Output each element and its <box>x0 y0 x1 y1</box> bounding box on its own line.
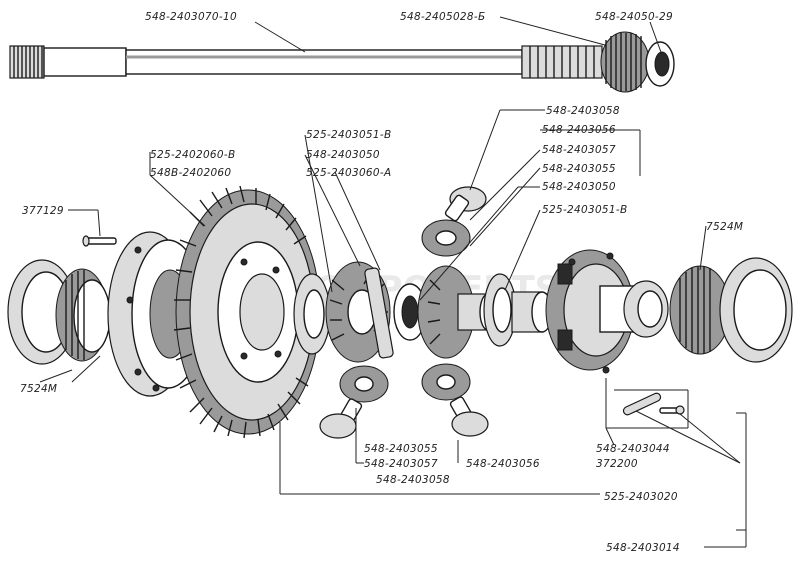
label-side-gear-left: 525-2403051-В <box>306 129 392 141</box>
label-crown-gear: 525-2402060-В <box>150 149 236 161</box>
label-bottom-c: 548-2403056 <box>466 458 540 470</box>
label-bearing-left: 7524М <box>20 383 57 395</box>
label-cross-left: 548-2403050 <box>306 149 380 161</box>
satellite-gear-bottom-left <box>319 365 389 439</box>
bearing-right <box>669 257 793 363</box>
axle-shaft <box>9 31 675 93</box>
label-washer-top: 548-2403058 <box>546 105 620 117</box>
label-gear-satellite: 548-2403055 <box>542 163 616 175</box>
label-gear-spider: 548-2403057 <box>542 144 616 156</box>
label-bottom-b: 548-2403057 <box>364 458 438 470</box>
label-cross: 548-2403050 <box>542 181 616 193</box>
label-bottom-a: 548-2403055 <box>364 443 438 455</box>
side-gear-left <box>293 261 391 363</box>
label-bolt: 377129 <box>22 205 64 217</box>
bolt-377129 <box>82 235 117 247</box>
lock-plate <box>622 392 685 416</box>
label-side-gear-right: 525-2403051-В <box>542 204 628 216</box>
label-crown-gear-alt: 548В-2402060 <box>150 167 231 179</box>
satellite-gear-top <box>421 186 487 257</box>
label-shaft-left: 548-2403070-10 <box>145 11 237 23</box>
label-lock-plate: 548-2403044 <box>596 443 670 455</box>
label-washer-spacer: 548-2403056 <box>542 124 616 136</box>
bearing-left <box>7 259 111 365</box>
label-pinion-nut: 548-24050-29 <box>595 11 673 23</box>
label-bearing-right: 7524М <box>706 221 743 233</box>
label-pinion-shaft: 548-2405028-Б <box>400 11 486 23</box>
part-labels: 548-2403070-10 548-2405028-Б 548-24050-2… <box>20 11 743 554</box>
diff-case-right <box>545 249 669 374</box>
label-assembly: 525-2403020 <box>604 491 678 503</box>
label-case-assembly: 548-2403014 <box>606 542 680 554</box>
leader-lines <box>39 16 747 548</box>
crown-gear <box>173 185 321 439</box>
satellite-gear-bottom-right <box>421 363 489 437</box>
label-bottom-d: 548-2403058 <box>376 474 450 486</box>
side-gear-right <box>483 273 553 347</box>
label-lock-bolt: 372200 <box>596 458 638 470</box>
label-case-left: 525-2403060-А <box>306 167 391 179</box>
